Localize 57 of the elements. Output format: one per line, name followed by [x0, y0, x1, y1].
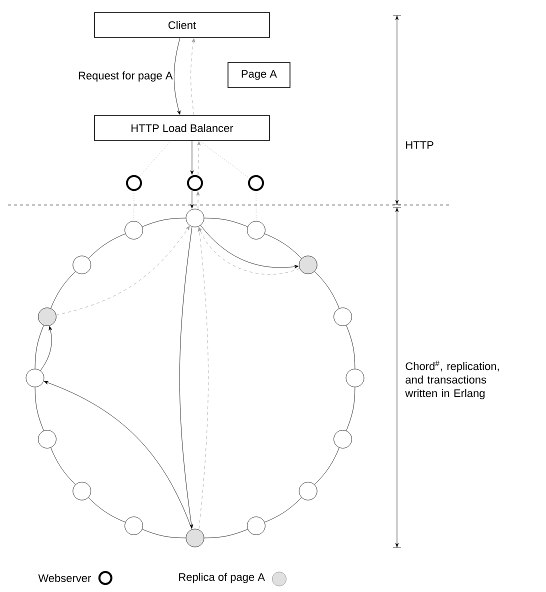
- ring-node: [26, 368, 44, 388]
- ring-node: [247, 516, 266, 535]
- ring-line: [204, 529, 248, 538]
- arrow: [190, 140, 194, 175]
- arrow: [198, 226, 300, 275]
- arrow: [190, 38, 196, 116]
- ring-line: [346, 387, 356, 431]
- ring-node: [334, 430, 352, 448]
- ring-node: [346, 368, 364, 388]
- ring-line: [346, 325, 356, 369]
- connector: [139, 140, 171, 178]
- arrow: [40, 326, 52, 371]
- arrow: [196, 191, 200, 209]
- ring-node: [247, 221, 266, 240]
- ring-line: [142, 529, 186, 538]
- webserver-circle: [248, 175, 264, 191]
- arrow: [179, 227, 194, 528]
- replica-node: [298, 256, 318, 274]
- ring-line: [264, 497, 302, 522]
- arrow: [190, 190, 194, 208]
- ring-line: [314, 271, 340, 309]
- ring-line: [142, 218, 186, 227]
- ring-line: [314, 447, 340, 485]
- arrow: [56, 226, 190, 316]
- ring-line: [264, 234, 302, 259]
- webserver-circle: [126, 175, 142, 191]
- edge-label: Request for page A: [78, 71, 173, 82]
- layer-label: Chord$^{#}$, replication, and transactions written in Erlang: [405, 360, 499, 400]
- ring-line: [34, 325, 44, 369]
- process-box: Client: [94, 12, 270, 38]
- arrow: [44, 381, 192, 530]
- ring-node: [124, 516, 143, 535]
- ring-node: [38, 430, 56, 448]
- ring-line: [88, 234, 126, 259]
- arrow: [200, 225, 299, 268]
- page-box: Page A: [228, 62, 290, 88]
- legend-label: Webserver: [38, 574, 91, 582]
- ring-line: [34, 387, 44, 431]
- arrow: [174, 38, 181, 115]
- arrow: [198, 228, 208, 529]
- ring-line: [204, 218, 248, 227]
- ring-node: [72, 482, 92, 500]
- legend-label: Replica of page A: [179, 572, 265, 584]
- ring-node: [124, 221, 143, 240]
- process-box: HTTP Load Balancer: [94, 115, 270, 141]
- ring-node: [72, 256, 92, 274]
- ring-line: [50, 271, 76, 309]
- ring-line: [50, 447, 76, 485]
- replica-node: [186, 528, 204, 548]
- arrow: [197, 141, 201, 176]
- ring-line: [88, 497, 126, 522]
- ring-node: [298, 482, 318, 500]
- webserver-circle: [187, 175, 203, 191]
- ring-node: [334, 308, 352, 326]
- ring-node: [186, 208, 204, 228]
- replica-node: [38, 308, 56, 326]
- layer-label: HTTP: [406, 141, 434, 149]
